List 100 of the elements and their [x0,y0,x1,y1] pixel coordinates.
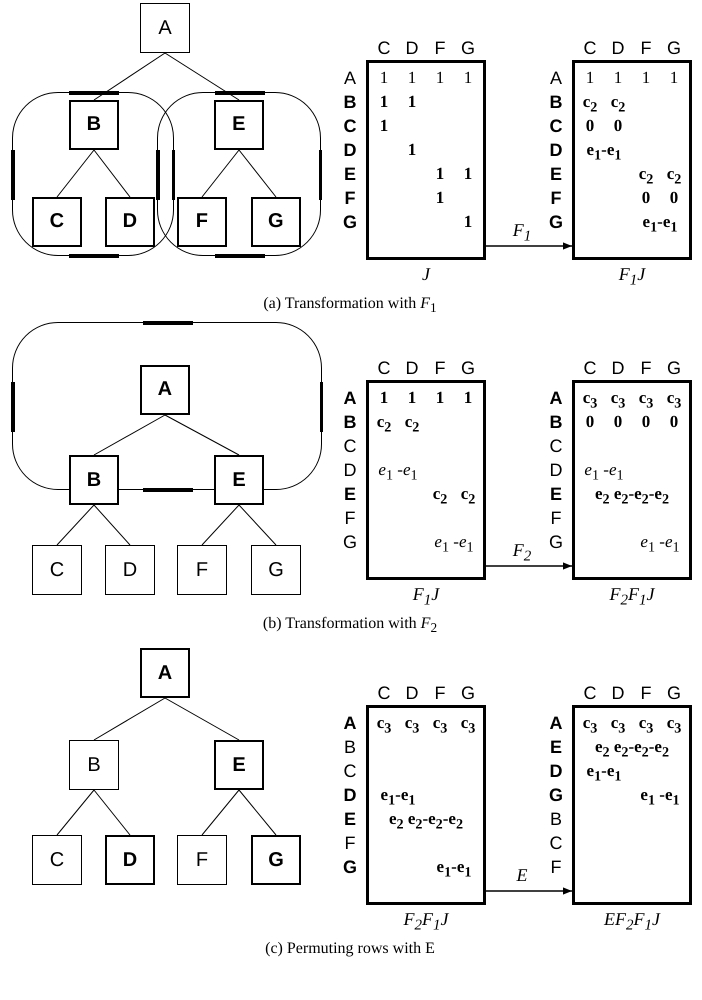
row-label: G [548,212,564,232]
matrix-entry: c$_{3}$ [582,387,598,414]
group-outline [12,92,174,256]
column-label: G [666,683,682,703]
column-label: G [460,358,476,378]
tree-edge [164,414,240,456]
matrix-caption: J [421,264,432,284]
row-label: E [548,737,563,757]
matrix-entry: 0 [640,187,652,209]
tree-edge [94,150,130,198]
row-label: D [342,785,358,805]
row-label: F [550,188,562,208]
matrix-entry: 1 [668,67,680,89]
matrix-entry: c$_{3}$ [404,712,420,738]
row-label: G [548,532,564,552]
tree-node: B [68,100,119,150]
row-label: C [548,436,564,456]
matrix-frame [366,60,486,260]
row-label: G [548,785,564,805]
row-label: D [342,460,358,480]
row-label: D [548,140,564,160]
row-label: G [342,532,358,552]
row-label: F [344,833,356,853]
arrow [486,562,572,570]
matrix-entry: c$_{3}$ [666,387,682,414]
tree-node: F [176,196,227,247]
matrix-entry: e$_{1}$ -e$_{1}$ [639,784,681,810]
row-label: A [342,713,358,733]
matrix-entry: e$_{2}$ e$_{2}$-e$_{2}$-e$_{2}$ [388,808,464,834]
matrix-entry: c$_{3}$ [460,712,476,738]
row-label: A [548,68,563,88]
column-label: C [376,38,392,58]
matrix-entry: 1 [406,67,418,89]
column-label: F [434,38,446,58]
matrix-entry: e$_{2}$ e$_{2}$-e$_{2}$-e$_{2}$ [594,736,670,762]
tree-edge [202,790,240,836]
tree-edge [94,504,130,546]
matrix-entry: c$_{2}$ [610,91,626,118]
matrix-entry: 0 [612,411,624,433]
matrix-entry: 1 [406,91,418,113]
tree-node: G [251,545,301,595]
row-label: C [548,833,564,853]
matrix-entry: 1 [434,67,446,89]
row-label: B [342,737,357,757]
matrix-entry: 1 [640,67,652,89]
matrix-frame [572,705,692,905]
tree-edge [164,698,240,740]
matrix-caption: F$_{1}$J [412,584,441,611]
tree-node: A [140,364,190,415]
matrix-entry: 1 [434,387,446,409]
row-label: D [548,761,564,781]
tree-edge [202,504,240,546]
tree-edge [94,698,166,740]
matrix-entry: 1 [378,67,390,89]
matrix-entry: c$_{3}$ [610,387,626,414]
row-label: F [550,508,562,528]
figure-caption: (c) Permuting rows with E [264,939,436,959]
matrix-entry: 1 [462,211,474,233]
arrow-label: F$_{2}$ [512,540,532,567]
row-label: F [550,857,562,877]
matrix-entry: 1 [612,67,624,89]
matrix-entry: 0 [668,187,680,209]
matrix-entry: c$_{2}$ [638,163,654,190]
matrix-entry: 1 [462,163,474,185]
matrix-entry: 0 [640,411,652,433]
arrow [486,242,572,250]
matrix-entry: 0 [612,115,624,137]
row-label: A [342,68,357,88]
matrix-entry: e$_{1}$-e$_{1}$ [380,784,416,810]
column-label: F [640,358,652,378]
matrix-entry: e$_{1}$ -e$_{1}$ [639,531,681,558]
matrix-entry: c$_{3}$ [666,712,682,738]
tree-edge [56,150,94,198]
row-label: B [342,92,358,112]
row-label: A [548,388,564,408]
matrix-entry: 1 [378,91,390,113]
matrix-frame [366,380,486,580]
row-label: E [342,809,357,829]
column-label: D [404,358,420,378]
tree-node: G [250,196,301,247]
matrix-entry: c$_{2}$ [432,483,448,510]
tree-edge [56,504,94,546]
group-outline [157,92,321,256]
column-label: G [460,38,476,58]
column-label: C [582,683,598,703]
row-label: A [342,388,358,408]
column-label: C [582,38,598,58]
tree-edge [238,150,276,198]
matrix-entry: e$_{1}$ -e$_{1}$ [583,459,625,486]
row-label: C [342,436,358,456]
row-label: D [548,460,564,480]
row-label: E [548,164,563,184]
matrix-entry: c$_{3}$ [610,712,626,738]
tree-edge [202,150,240,198]
tree-node: E [214,740,264,790]
matrix-caption: EF$_{2}$F$_{1}$J [602,909,662,936]
row-label: F [344,508,356,528]
row-label: E [342,164,357,184]
matrix-entry: c$_{3}$ [638,387,654,414]
matrix-entry: c$_{2}$ [460,483,476,510]
